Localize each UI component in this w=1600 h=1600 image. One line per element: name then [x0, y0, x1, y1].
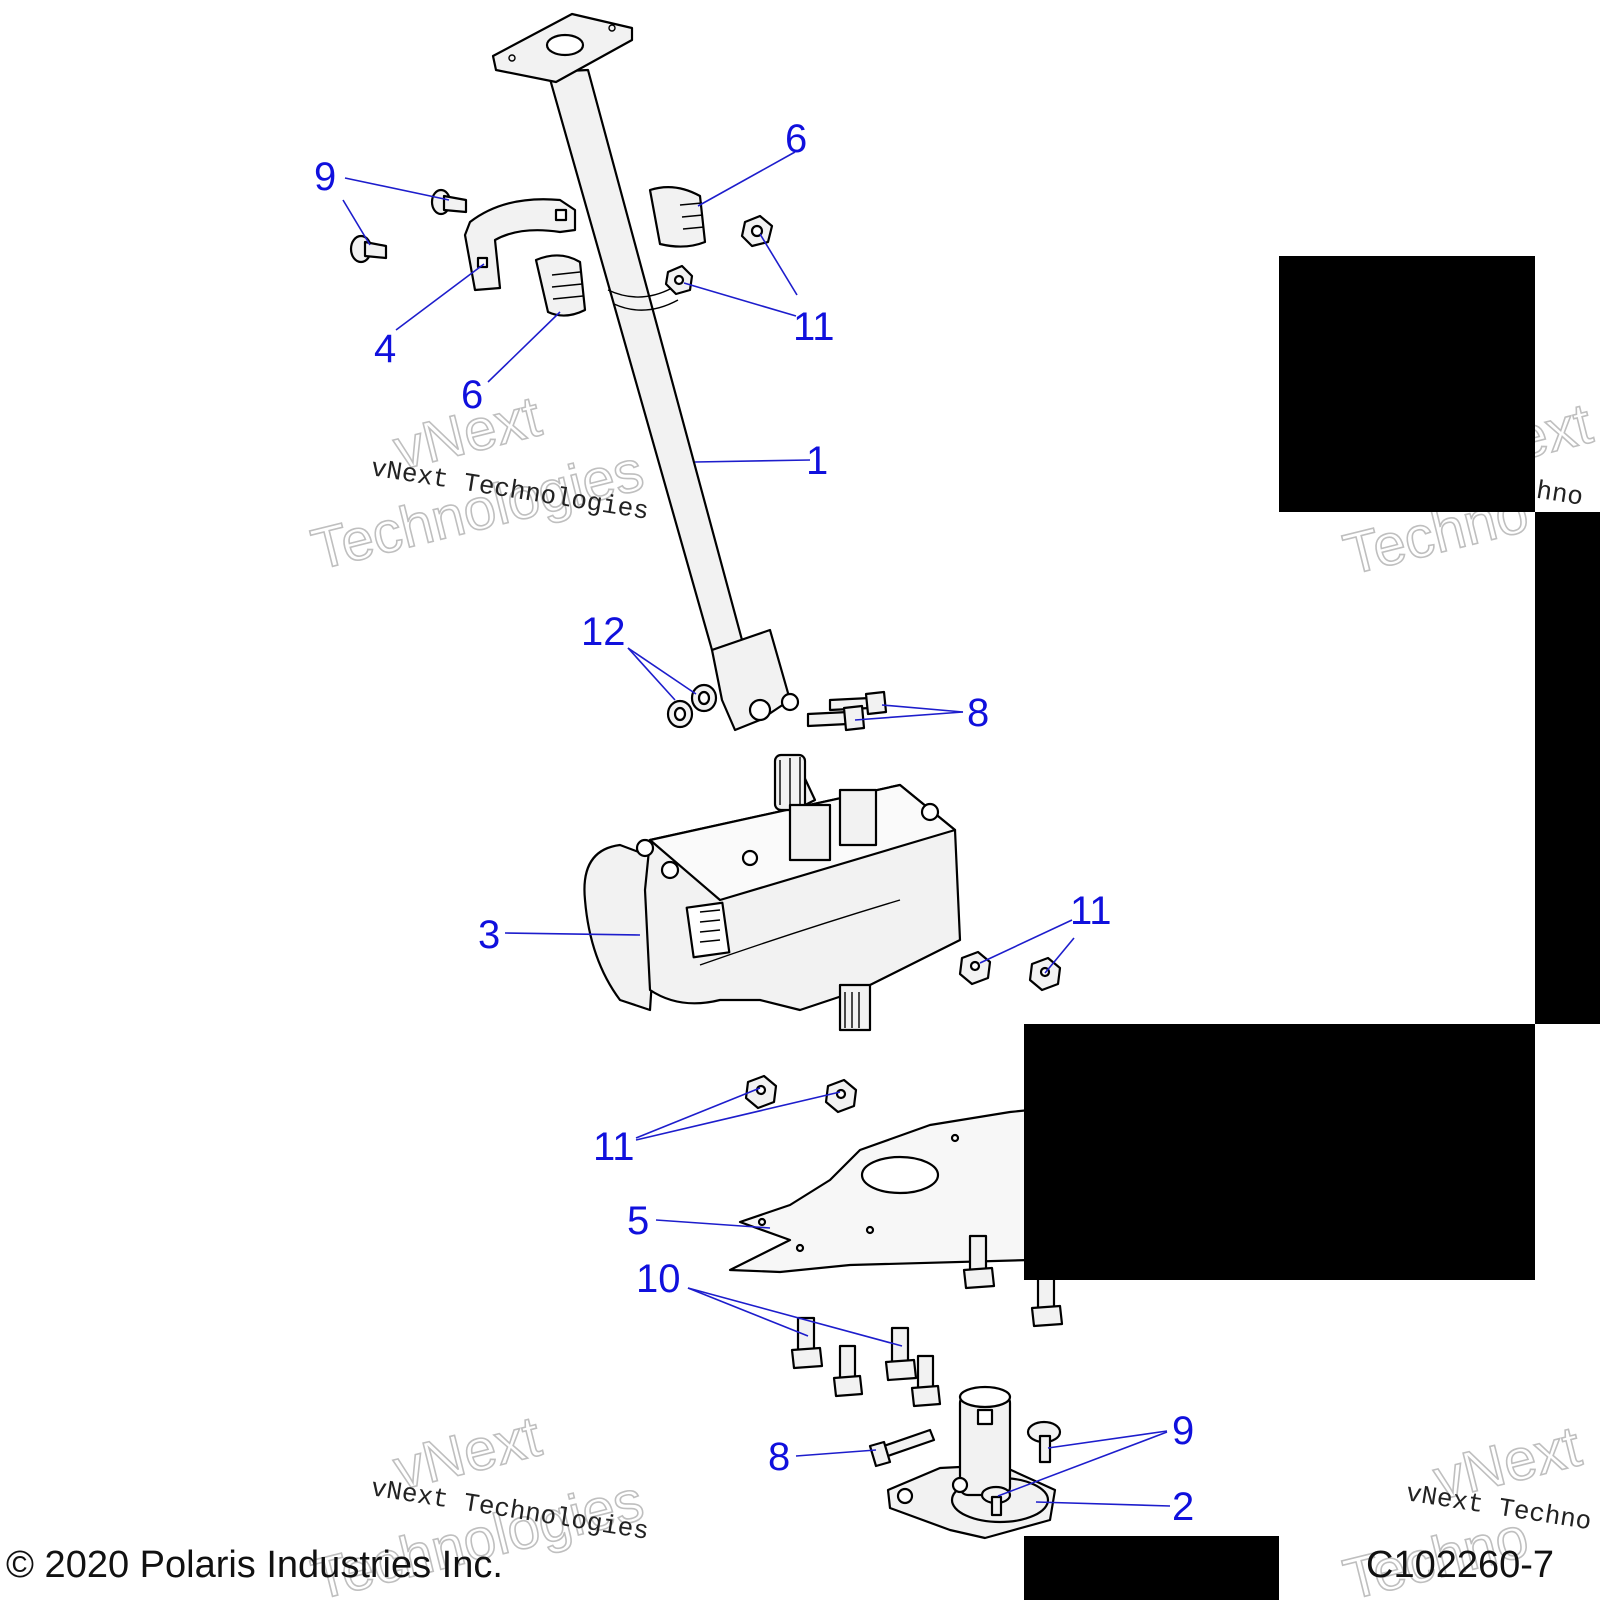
redaction-block [1535, 512, 1600, 1024]
steering-column-part-1 [491, 12, 800, 732]
washer-part-12-b [666, 699, 694, 729]
callout-numbers: 9 6 4 6 11 1 12 8 3 11 11 5 10 8 9 2 [314, 117, 1194, 1529]
callout-11-middle: 11 [1070, 889, 1112, 933]
callout-6-upper: 6 [785, 117, 807, 161]
clamp-bracket-part-4 [463, 198, 577, 292]
callout-9-upper: 9 [314, 155, 336, 199]
bolt-part-8-lower [868, 1428, 936, 1468]
lower-coupler-part-2 [886, 1385, 1057, 1540]
washer-part-12-a [690, 683, 718, 713]
bolt-part-9-upper-a [430, 188, 468, 216]
steering-gearbox-part-3 [583, 753, 962, 1032]
bolt-part-10-b [884, 1326, 918, 1382]
bolt-part-9-lower-a [1026, 1420, 1062, 1464]
bolt-part-9-lower-b [980, 1485, 1012, 1517]
nut-part-11-middle-a [958, 950, 992, 986]
callout-2: 2 [1172, 1485, 1194, 1529]
nut-part-11-upper-a [740, 214, 774, 248]
callout-9-lower: 9 [1172, 1409, 1194, 1453]
bolt-part-9-upper-b [349, 234, 388, 264]
callout-8-upper: 8 [967, 691, 989, 735]
redaction-block [1024, 1536, 1279, 1600]
figure-code: C102260-7 [1366, 1544, 1555, 1586]
bolt-part-10-d [910, 1354, 942, 1408]
leader-lines [342, 151, 1171, 1507]
nut-part-11-upper-b [664, 264, 694, 296]
callout-11-upper: 11 [793, 305, 835, 349]
callout-6-lower: 6 [461, 373, 483, 417]
bolt-part-10-c [832, 1344, 864, 1398]
callout-4: 4 [374, 327, 396, 371]
bolt-part-8-upper-b [806, 704, 866, 732]
nut-part-11-middle-b [1028, 956, 1062, 992]
bolt-part-10-a [790, 1316, 824, 1370]
bolt-part-10-e [962, 1234, 996, 1290]
nut-part-11-lower-b [824, 1078, 858, 1114]
mounting-plate-part-5 [728, 1108, 1032, 1274]
callout-1: 1 [806, 439, 828, 483]
redaction-blocks [1024, 256, 1600, 1600]
callout-10: 10 [636, 1257, 681, 1301]
callout-5: 5 [627, 1199, 649, 1243]
redaction-block [1279, 256, 1535, 512]
redaction-block [1024, 1024, 1535, 1280]
copyright-notice: © 2020 Polaris Industries Inc. [6, 1544, 503, 1586]
callout-11-lower: 11 [593, 1125, 635, 1169]
bushing-part-6-right [648, 185, 707, 248]
bushing-part-6-left [534, 254, 587, 317]
bolt-part-10-f [1030, 1274, 1064, 1328]
callout-3: 3 [478, 913, 500, 957]
callout-8-lower: 8 [768, 1435, 790, 1479]
callout-12: 12 [581, 610, 626, 654]
